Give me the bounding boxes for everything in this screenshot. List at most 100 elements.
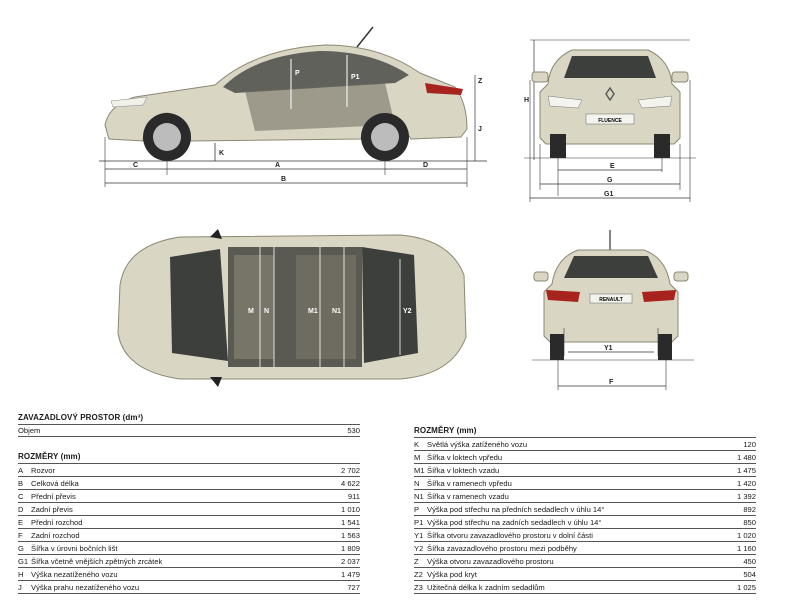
row-label: Světlá výška zatíženého vozu xyxy=(427,439,528,449)
row-label: Výška otvoru zavazadlového prostoru xyxy=(427,556,554,566)
row-value: 1 020 xyxy=(736,530,756,540)
dims-left-title: ROZMĚRY (mm) xyxy=(18,452,81,461)
top-rear-window xyxy=(362,247,418,363)
dim-label-n: N xyxy=(264,308,269,315)
row-code: Y2 xyxy=(414,543,424,553)
luggage-title: ZAVAZADLOVÝ PROSTOR (dm³) xyxy=(18,413,144,422)
row-value: 892 xyxy=(743,504,756,514)
row-value: 530 xyxy=(347,426,360,435)
luggage-table: Objem 530 xyxy=(18,424,360,437)
row-value: 1 541 xyxy=(340,517,360,527)
side-view-diagram: P P1 K C A D B Z J xyxy=(99,26,487,187)
dim-label-h: H xyxy=(524,97,529,104)
front-windshield xyxy=(564,56,656,78)
table-row: N Šířka v ramenech vpředu 1 420 xyxy=(414,477,756,490)
row-value: 1 010 xyxy=(340,504,360,514)
dim-label-n1: N1 xyxy=(332,308,341,315)
dim-label-b: B xyxy=(281,176,286,183)
row-label: Šířka včetně vnějších zpětných zrcátek xyxy=(31,556,163,566)
dim-label-a: A xyxy=(275,162,280,169)
row-value: 1 480 xyxy=(736,452,756,462)
row-code: D xyxy=(18,504,24,514)
rear-window xyxy=(564,256,658,278)
row-code: Y1 xyxy=(414,530,424,540)
front-left-mirror xyxy=(531,71,549,83)
row-label: Zadní převis xyxy=(31,504,73,514)
row-code: M xyxy=(414,452,421,462)
row-label: Výška nezatíženého vozu xyxy=(31,569,118,579)
row-label: Přední převis xyxy=(31,491,76,501)
row-label: Rozvor xyxy=(31,465,56,475)
side-interior xyxy=(245,83,395,131)
row-value: 1 025 xyxy=(736,582,756,592)
row-label: Výška prahu nezatíženého vozu xyxy=(31,582,140,592)
dim-label-m1: M1 xyxy=(308,308,318,315)
dim-label-p1: P1 xyxy=(351,74,360,81)
row-value: 1 479 xyxy=(340,569,360,579)
row-label: Šířka zavazadlového prostoru mezi podběh… xyxy=(427,543,577,553)
row-code: K xyxy=(414,439,420,449)
row-label: Zadní rozchod xyxy=(31,530,80,540)
row-value: 2 037 xyxy=(340,556,360,566)
row-label: Celková délka xyxy=(31,478,79,488)
table-row: D Zadní převis 1 010 xyxy=(18,503,360,516)
dim-label-y1: Y1 xyxy=(604,345,613,352)
rear-right-mirror xyxy=(673,271,689,282)
row-value: 727 xyxy=(347,582,360,592)
row-code: P1 xyxy=(414,517,424,527)
row-code: G xyxy=(18,543,24,553)
row-label: Šířka otvoru zavazadlového prostoru v do… xyxy=(427,530,593,540)
row-code: G1 xyxy=(18,556,29,566)
row-value: 1 475 xyxy=(736,465,756,475)
row-label: Výška pod kryt xyxy=(427,569,477,579)
row-label: Užitečná délka k zadním sedadlům xyxy=(427,582,545,592)
table-row: C Přední převis 911 xyxy=(18,490,360,503)
row-value: 1 392 xyxy=(736,491,756,501)
row-code: Z3 xyxy=(414,582,423,592)
row-value: 1 160 xyxy=(736,543,756,553)
row-label: Šířka v loktech vzadu xyxy=(427,465,500,475)
rear-left-mirror xyxy=(533,271,549,282)
row-label: Šířka v ramenech vpředu xyxy=(427,478,512,488)
rear-plate-text: RENAULT xyxy=(599,297,623,303)
front-right-mirror xyxy=(671,71,689,83)
row-value: 2 702 xyxy=(340,465,360,475)
dim-label-p: P xyxy=(295,70,300,77)
row-value: 911 xyxy=(347,491,360,501)
dim-label-k: K xyxy=(219,150,224,157)
row-value: 4 622 xyxy=(340,478,360,488)
dim-label-z: Z xyxy=(478,78,483,85)
row-code: Z xyxy=(414,556,419,566)
top-view-diagram: M N M1 N1 Y2 xyxy=(117,229,467,387)
row-value: 1 420 xyxy=(736,478,756,488)
row-code: C xyxy=(18,491,24,501)
dim-label-g: G xyxy=(607,177,613,184)
row-code: Z2 xyxy=(414,569,423,579)
dim-label-e: E xyxy=(610,163,615,170)
row-value: 1 563 xyxy=(340,530,360,540)
dim-label-g1: G1 xyxy=(604,191,613,198)
front-logo xyxy=(605,86,615,102)
row-label: Výška pod střechu na zadních sedadlech v… xyxy=(427,517,602,527)
row-value: 504 xyxy=(743,569,756,579)
rear-view-diagram: RENAULT Y1 F xyxy=(532,230,694,390)
row-value: 1 809 xyxy=(340,543,360,553)
dim-label-j: J xyxy=(478,126,482,133)
dim-label-y2: Y2 xyxy=(403,308,412,315)
row-code: N xyxy=(414,478,420,488)
row-value: 450 xyxy=(743,556,756,566)
